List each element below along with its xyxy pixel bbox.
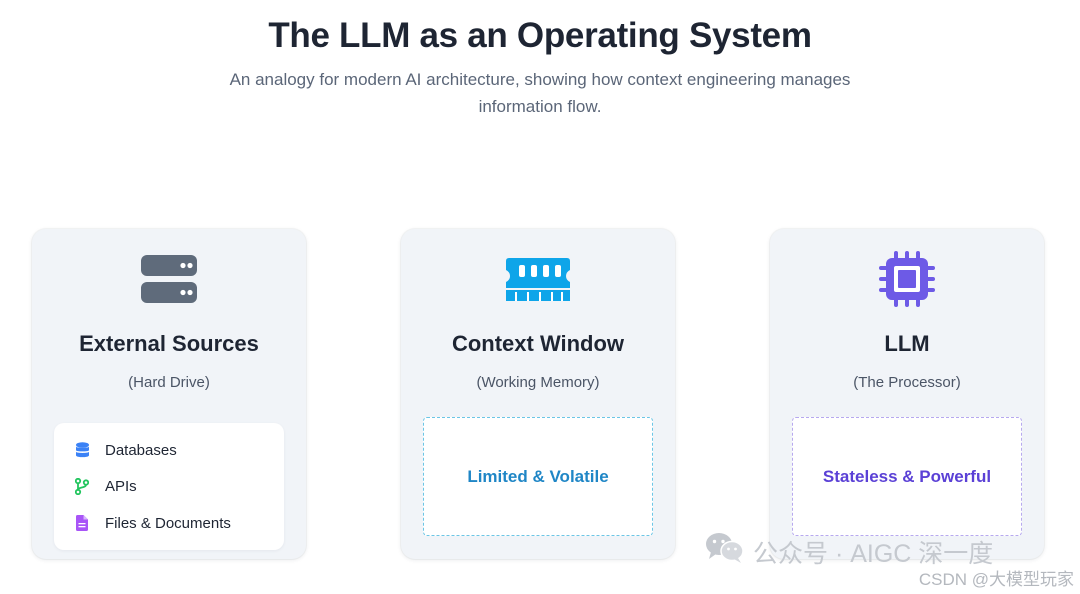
context-window-box: Limited & Volatile — [423, 417, 653, 536]
list-item-databases: Databases — [74, 439, 177, 461]
server-icon — [32, 249, 306, 309]
source-list: Databases APIs — [54, 423, 284, 550]
card-title: External Sources — [79, 331, 259, 356]
cpu-icon — [770, 249, 1044, 309]
card-llm: LLM (The Processor) Stateless & Powerful — [770, 229, 1044, 559]
card-subtitle: (The Processor) — [853, 374, 961, 391]
list-item-label: Files & Documents — [105, 514, 231, 532]
file-icon — [74, 514, 90, 532]
list-item-files: Files & Documents — [74, 512, 231, 534]
list-item-label: Databases — [105, 441, 177, 459]
card-context-window: Context Window (Working Memory) Limited … — [401, 229, 675, 559]
list-item-apis: APIs — [74, 475, 137, 497]
database-icon — [74, 441, 90, 459]
card-title: LLM — [884, 331, 930, 356]
git-branch-icon — [74, 477, 90, 495]
card-external-sources: External Sources (Hard Drive) Databases — [32, 229, 306, 559]
watermark: 公众号 · AIGC 深一度 — [705, 532, 993, 571]
page-subtitle: An analogy for modern AI architecture, s… — [229, 70, 851, 116]
card-subtitle: (Working Memory) — [476, 374, 600, 391]
watermark-credit: CSDN @大模型玩家 — [918, 570, 1074, 589]
list-item-label: APIs — [105, 477, 137, 495]
llm-box: Stateless & Powerful — [792, 417, 1022, 536]
wechat-icon — [705, 532, 745, 571]
card-title: Context Window — [451, 331, 625, 356]
card-subtitle: (Hard Drive) — [128, 374, 210, 391]
memory-icon — [401, 249, 675, 309]
page-title: The LLM as an Operating System — [268, 16, 812, 55]
watermark-text: 公众号 · AIGC 深一度 — [753, 539, 994, 568]
